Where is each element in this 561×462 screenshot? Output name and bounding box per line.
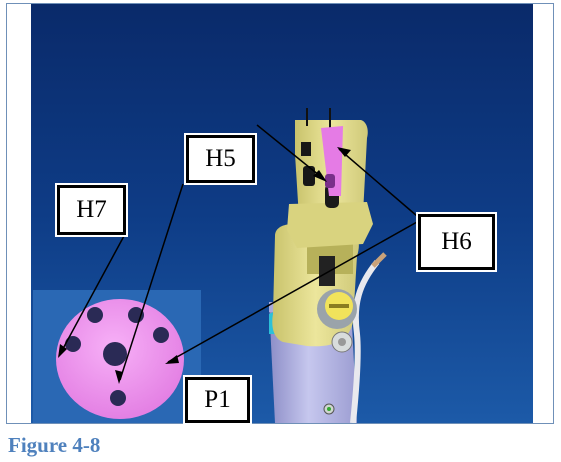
pink-disc: [56, 299, 184, 419]
pink-strap: [321, 126, 343, 196]
strap-slot: [325, 174, 335, 188]
cable-tip: [371, 252, 387, 268]
leader-lines: [58, 124, 418, 381]
h7-leader: [58, 235, 125, 357]
h6-leader-top: [338, 148, 418, 217]
knob-assembly: [317, 289, 357, 353]
label-h7: H7: [57, 185, 126, 235]
label-h6: H6: [418, 214, 495, 270]
h5-leader-top: [256, 124, 326, 181]
label-h5: H5: [186, 135, 255, 183]
h6-leader-bottom: [167, 221, 418, 363]
figure-caption: Figure 4-8: [8, 433, 101, 457]
h5-leader-bottom: [119, 183, 184, 381]
white-cable: [350, 260, 380, 423]
arrow-heads: [58, 147, 351, 384]
label-p1: P1: [185, 377, 250, 423]
figure-frame: H5 H7 H6 P1: [6, 3, 554, 424]
